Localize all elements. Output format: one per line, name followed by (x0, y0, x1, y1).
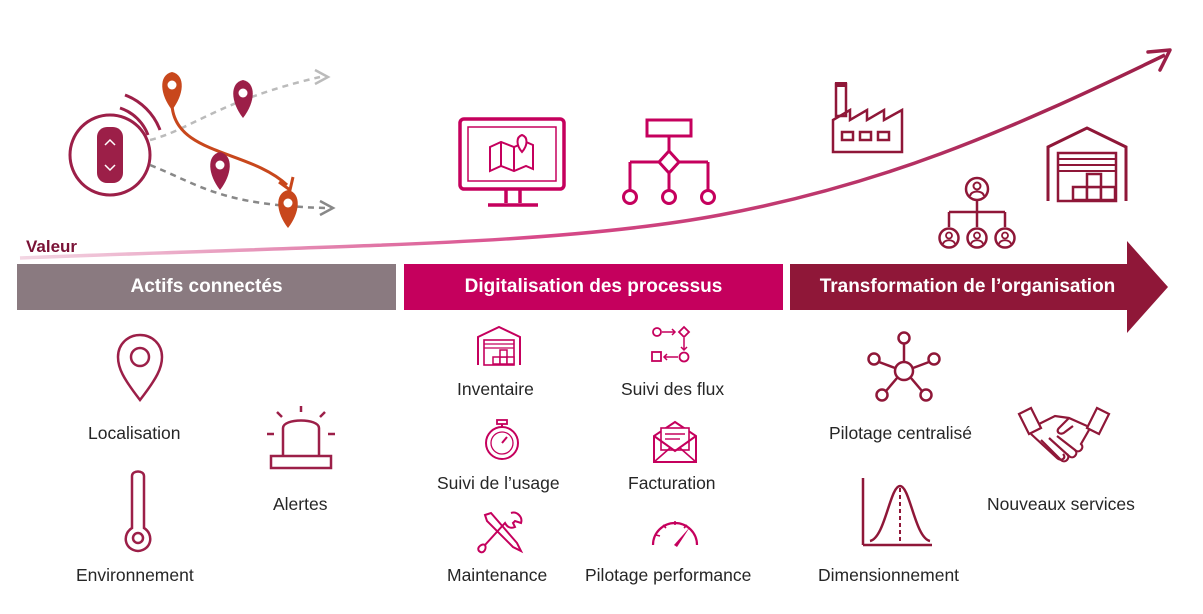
label-suivi-usage: Suivi de l’usage (437, 473, 560, 493)
stopwatch-icon (485, 419, 519, 460)
factory-icon (831, 82, 904, 154)
label-facturation: Facturation (628, 473, 716, 493)
label-pilotage-centralise: Pilotage centralisé (829, 423, 972, 443)
label-dimensionnement: Dimensionnement (818, 565, 960, 585)
label-alertes: Alertes (273, 494, 328, 514)
label-suivi-flux: Suivi des flux (621, 379, 725, 399)
invoice-envelope-icon (653, 420, 697, 463)
warehouse-icon (1046, 126, 1128, 203)
label-maintenance: Maintenance (447, 565, 548, 585)
gauge-icon (651, 521, 699, 547)
network-hub-icon (867, 331, 941, 402)
curve-arrowhead (1146, 48, 1172, 72)
label-inventaire: Inventaire (457, 379, 534, 399)
band-transformation-arrow (790, 241, 1168, 333)
flowchart-icon (622, 118, 716, 205)
band-actifs-connectes: Actifs connectés (17, 264, 396, 310)
alarm-siren-icon (267, 406, 335, 470)
label-nouveaux-services: Nouveaux services (987, 494, 1135, 514)
location-pin-icon (116, 333, 164, 403)
band-digitalisation: Digitalisation des processus (404, 264, 783, 310)
band-transformation: Transformation de l’organisation (790, 264, 1145, 310)
org-chart-icon (938, 176, 1016, 249)
band-digitalisation-label: Digitalisation des processus (464, 276, 723, 297)
flow-tracking-icon (651, 325, 691, 363)
monitor-map-icon (458, 117, 566, 207)
band-transformation-label: Transformation de l’organisation (819, 276, 1116, 297)
axis-label: Valeur (26, 237, 78, 256)
thermometer-icon (124, 470, 152, 553)
band-actifs-label: Actifs connectés (130, 276, 283, 297)
handshake-icon (1017, 406, 1111, 463)
label-environnement: Environnement (76, 565, 194, 585)
label-pilotage-performance: Pilotage performance (585, 565, 752, 585)
maintenance-tools-icon (477, 511, 524, 554)
distribution-curve-icon (861, 478, 932, 547)
label-localisation: Localisation (88, 423, 181, 443)
tracker-illustration (68, 68, 336, 228)
warehouse-small-icon (477, 325, 521, 366)
